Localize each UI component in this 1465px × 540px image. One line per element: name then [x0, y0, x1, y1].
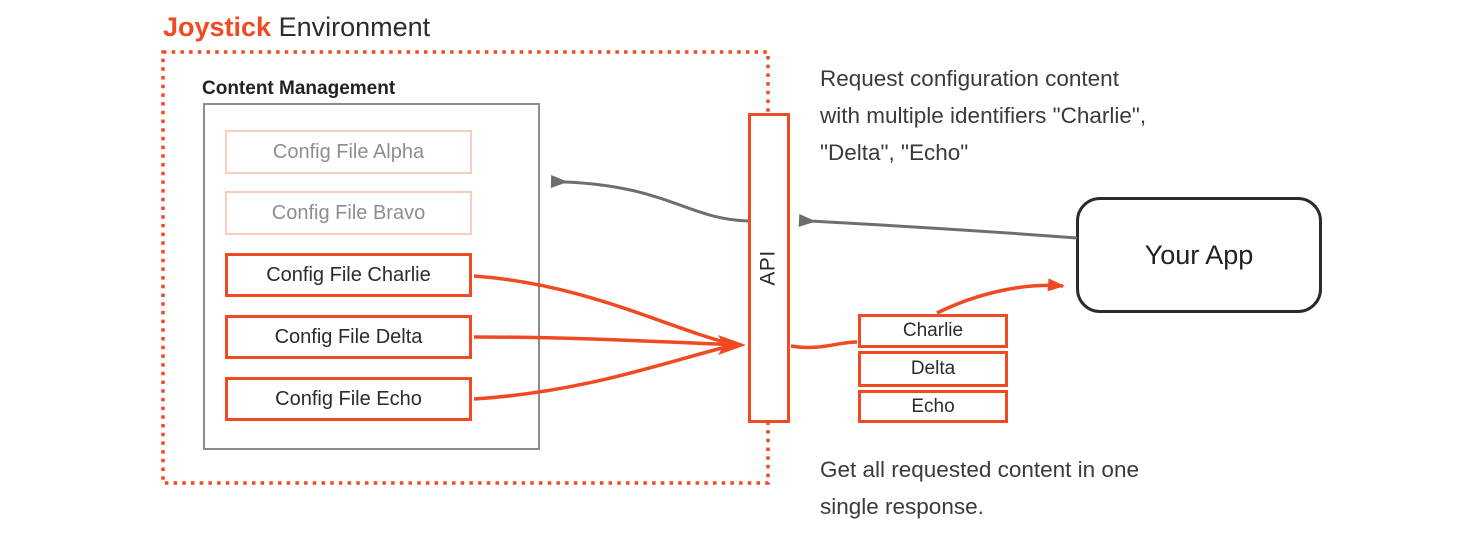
config-file-echo-box: Config File Echo — [225, 377, 472, 421]
request-annotation: Request configuration content with multi… — [820, 60, 1146, 171]
brand-name: Joystick — [163, 12, 272, 42]
diagram-title: Joystick Environment — [163, 12, 430, 43]
response-item-delta: Delta — [858, 351, 1008, 387]
request-annotation-line: with multiple identifiers "Charlie", — [820, 103, 1147, 128]
response-item-echo: Echo — [858, 390, 1008, 423]
config-file-delta-box: Config File Delta — [225, 315, 472, 359]
api-box: API — [748, 113, 790, 423]
your-app-label: Your App — [1144, 239, 1254, 270]
request-annotation-line: "Delta", "Echo" — [820, 140, 969, 165]
response-item-charlie: Charlie — [858, 314, 1008, 348]
your-app-box: Your App — [1076, 197, 1322, 313]
config-file-alpha-box: Config File Alpha — [225, 130, 472, 174]
api-label: API — [756, 250, 780, 286]
content-management-label: Content Management — [202, 78, 396, 99]
config-file-charlie-box: Config File Charlie — [225, 253, 472, 297]
response-annotation-line: Get all requested content in one — [820, 457, 1139, 482]
title-rest: Environment — [271, 12, 431, 42]
response-annotation-line: single response. — [820, 494, 984, 519]
response-annotation: Get all requested content in one single … — [820, 451, 1139, 525]
request-annotation-line: Request configuration content — [820, 66, 1119, 91]
config-file-bravo-box: Config File Bravo — [225, 191, 472, 235]
